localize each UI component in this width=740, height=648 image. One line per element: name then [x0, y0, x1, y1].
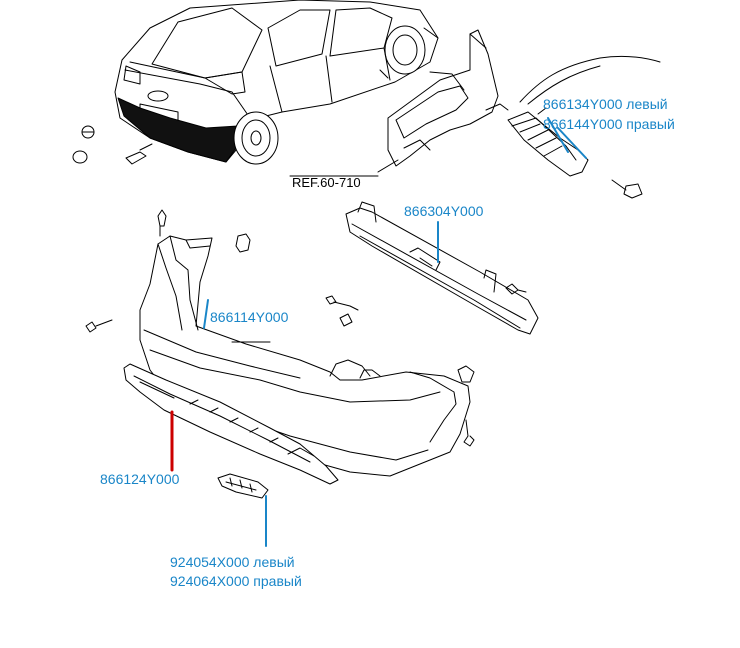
part-label-reflector-right: 924064X000 правый [170, 573, 302, 589]
car-illustration [114, 0, 439, 165]
lower-trim [123, 363, 339, 485]
part-label-beam: 866304Y000 [404, 203, 484, 219]
ref-label: REF.60-710 [292, 175, 361, 190]
ref-leader-line [377, 159, 399, 173]
leader-blue-cover [203, 299, 209, 329]
car-small-parts [72, 125, 153, 165]
part-label-lower-trim: 866124Y000 [100, 471, 180, 487]
reflector [217, 473, 269, 499]
part-label-bumper-cover: 866114Y000 [210, 309, 289, 325]
part-label-bracket-left: 866134Y000 левый [543, 96, 668, 112]
bracket-assembly [387, 29, 661, 199]
part-label-bracket-right: 866144Y000 правый [543, 116, 675, 132]
leader-blue-bracket [547, 117, 569, 153]
part-label-reflector-left: 924054X000 левый [170, 554, 295, 570]
bumper-beam [325, 201, 539, 335]
leader-blue-bracket-2 [557, 127, 587, 159]
